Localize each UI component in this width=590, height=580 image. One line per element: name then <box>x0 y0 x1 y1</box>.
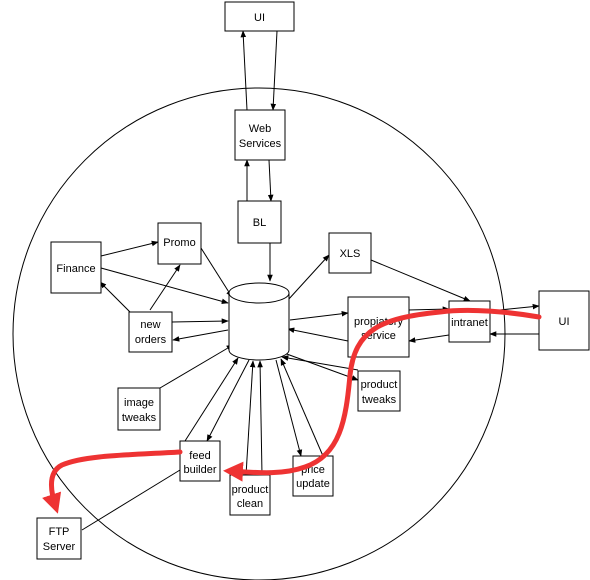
node-label: builder <box>183 464 216 476</box>
edge-neworders-to-finance <box>99 281 131 313</box>
node-ui-top[interactable]: UI <box>224 1 295 32</box>
node-label: orders <box>135 334 167 346</box>
node-label: intranet <box>451 317 488 329</box>
edge-db-to-producttweaks <box>283 352 359 381</box>
node-new-orders[interactable]: new orders <box>128 311 173 353</box>
node-label: tweaks <box>362 394 397 406</box>
edge-promo-to-db <box>200 247 233 298</box>
node-label: clean <box>237 498 263 510</box>
edge-intranet-to-propiatory <box>408 334 450 343</box>
node-label: Web <box>249 123 271 135</box>
edge-db-to-propiatory <box>289 310 349 321</box>
node-label: Finance <box>56 263 95 275</box>
node-label: BL <box>253 217 266 229</box>
edge-webservices-to-bl <box>267 159 274 202</box>
node-xls[interactable]: XLS <box>328 232 372 274</box>
node-label: feed <box>189 450 210 462</box>
node-image-tweaks[interactable]: image tweaks <box>117 387 161 431</box>
node-web-services[interactable]: Web Services <box>234 109 286 161</box>
edge-db-to-neworders <box>172 329 229 342</box>
node-label: UI <box>254 12 265 24</box>
node-ftp-server[interactable]: FTP Server <box>36 517 82 560</box>
node-label: UI <box>559 316 570 328</box>
node-ui-right[interactable]: UI <box>538 290 590 351</box>
node-product-clean[interactable]: product clean <box>229 474 271 516</box>
node-label: product <box>361 379 398 391</box>
connector-arrows <box>81 30 540 531</box>
edge-ui-to-webservices <box>270 30 278 111</box>
node-database[interactable] <box>228 282 290 361</box>
edge-priceupdate-to-db <box>280 358 324 457</box>
node-label: product <box>232 484 269 496</box>
edge-db-to-priceupdate <box>275 359 303 457</box>
edge-imagetweaks-to-db <box>159 344 234 389</box>
edge-productclean-to-db-a <box>245 360 256 476</box>
edge-producttweaks-to-db <box>281 355 359 371</box>
edge-productclean-to-db-b <box>257 360 263 476</box>
edge-xls-to-intranet <box>370 259 471 302</box>
node-label: new <box>140 319 160 331</box>
edge-finance-to-promo <box>100 240 159 257</box>
edge-feedbuilder-ftp <box>81 469 181 531</box>
edge-finance-to-db <box>100 267 229 305</box>
node-label: image <box>124 397 154 409</box>
edge-propiatory-to-intranet <box>407 306 450 312</box>
node-label: tweaks <box>122 412 157 424</box>
node-label: Promo <box>163 237 195 249</box>
node-finance[interactable]: Finance <box>50 241 102 294</box>
node-promo[interactable]: Promo <box>157 222 202 265</box>
node-label: Server <box>43 541 76 553</box>
node-feed-builder[interactable]: feed builder <box>179 440 221 482</box>
node-product-tweaks[interactable]: product tweaks <box>357 370 401 412</box>
node-label: update <box>296 478 330 490</box>
node-intranet[interactable]: intranet <box>448 300 491 343</box>
edge-db-to-feedbuilder <box>206 359 250 442</box>
node-label: Services <box>239 138 282 150</box>
edge-feedbuilder-to-db <box>184 357 239 442</box>
edge-db-to-xls <box>287 254 330 301</box>
edge-neworders-to-promo <box>149 264 181 311</box>
node-label: XLS <box>340 248 361 260</box>
highlight-flow-ui-to-feed-builder <box>223 307 542 482</box>
node-label: FTP <box>49 526 70 538</box>
node-bl[interactable]: BL <box>237 200 282 244</box>
edge-propiatory-to-db <box>287 327 349 342</box>
edge-webservices-to-ui <box>240 30 248 111</box>
edge-neworders-to-db <box>171 318 229 324</box>
highlight-flow-feed-builder-to-ftp <box>42 449 183 514</box>
